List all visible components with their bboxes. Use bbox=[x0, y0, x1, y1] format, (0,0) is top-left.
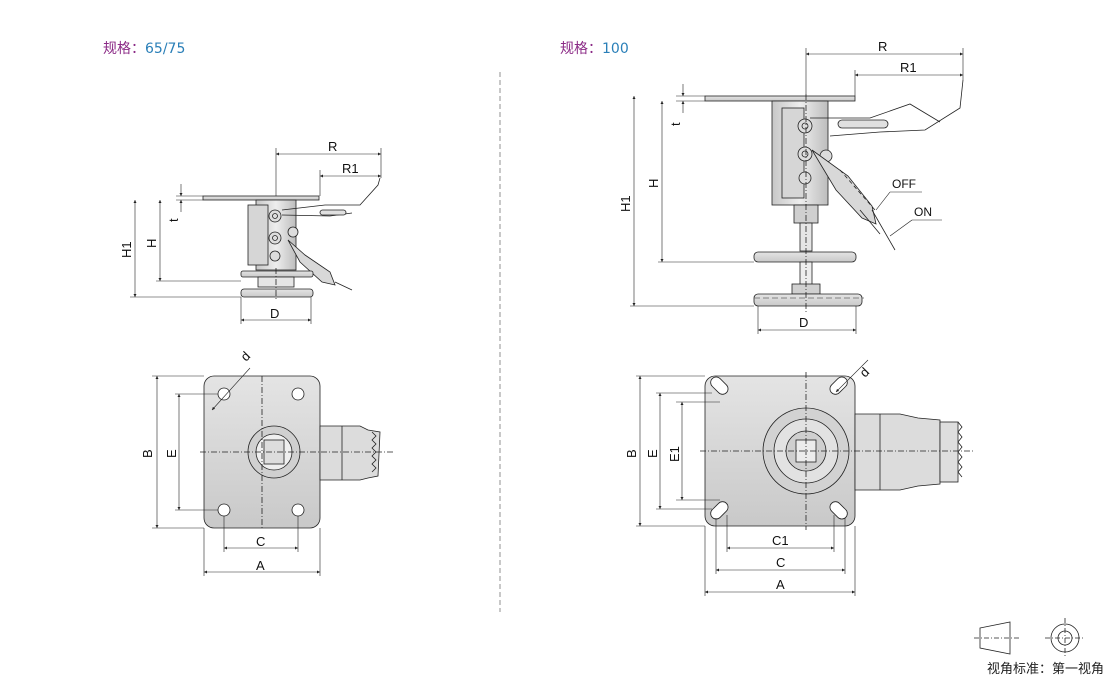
dim-label-C-right: C bbox=[776, 555, 785, 570]
right-top-dimensions bbox=[636, 359, 869, 596]
left-side-view bbox=[202, 177, 381, 300]
spec-label-left: 规格：65/75 bbox=[103, 41, 186, 57]
spec-label-right: 规格：100 bbox=[560, 41, 629, 57]
dim-label-E1-right: E1 bbox=[667, 446, 682, 462]
right-top-view bbox=[700, 372, 975, 530]
dim-label-C1-right: C1 bbox=[772, 533, 789, 548]
dim-label-d-left: d bbox=[238, 348, 254, 364]
dim-label-E-left: E bbox=[164, 449, 179, 458]
dim-label-H1-right: H1 bbox=[618, 195, 633, 212]
left-side-dimensions bbox=[130, 148, 382, 324]
left-top-view bbox=[200, 375, 395, 529]
dim-label-B-right: B bbox=[624, 449, 639, 458]
dim-label-B-left: B bbox=[140, 449, 155, 458]
right-side-view bbox=[704, 79, 964, 312]
dim-label-R1-left: R1 bbox=[342, 161, 359, 176]
dim-label-H1-left: H1 bbox=[119, 241, 134, 258]
label-off: OFF bbox=[892, 177, 916, 191]
dim-label-t-right: t bbox=[668, 122, 683, 126]
right-side-dimensions bbox=[630, 48, 964, 334]
dim-label-R-left: R bbox=[328, 139, 337, 154]
dim-label-E-right: E bbox=[645, 449, 660, 458]
dim-label-H-right: H bbox=[646, 179, 661, 188]
dim-label-A-right: A bbox=[776, 577, 785, 592]
dim-label-R-right: R bbox=[878, 39, 887, 54]
dim-label-d-right: d bbox=[857, 364, 873, 380]
label-on: ON bbox=[914, 205, 932, 219]
dim-label-t-left: t bbox=[166, 218, 181, 222]
left-top-dimensions bbox=[152, 367, 321, 576]
first-angle-projection-symbol bbox=[974, 618, 1085, 658]
dim-label-R1-right: R1 bbox=[900, 60, 917, 75]
dim-label-D-left: D bbox=[270, 306, 279, 321]
dim-label-C-left: C bbox=[256, 534, 265, 549]
dim-label-D-right: D bbox=[799, 315, 808, 330]
dim-label-H-left: H bbox=[144, 239, 159, 248]
dim-label-A-left: A bbox=[256, 558, 265, 573]
projection-standard-label: 视角标准：第一视角 bbox=[986, 662, 1104, 677]
